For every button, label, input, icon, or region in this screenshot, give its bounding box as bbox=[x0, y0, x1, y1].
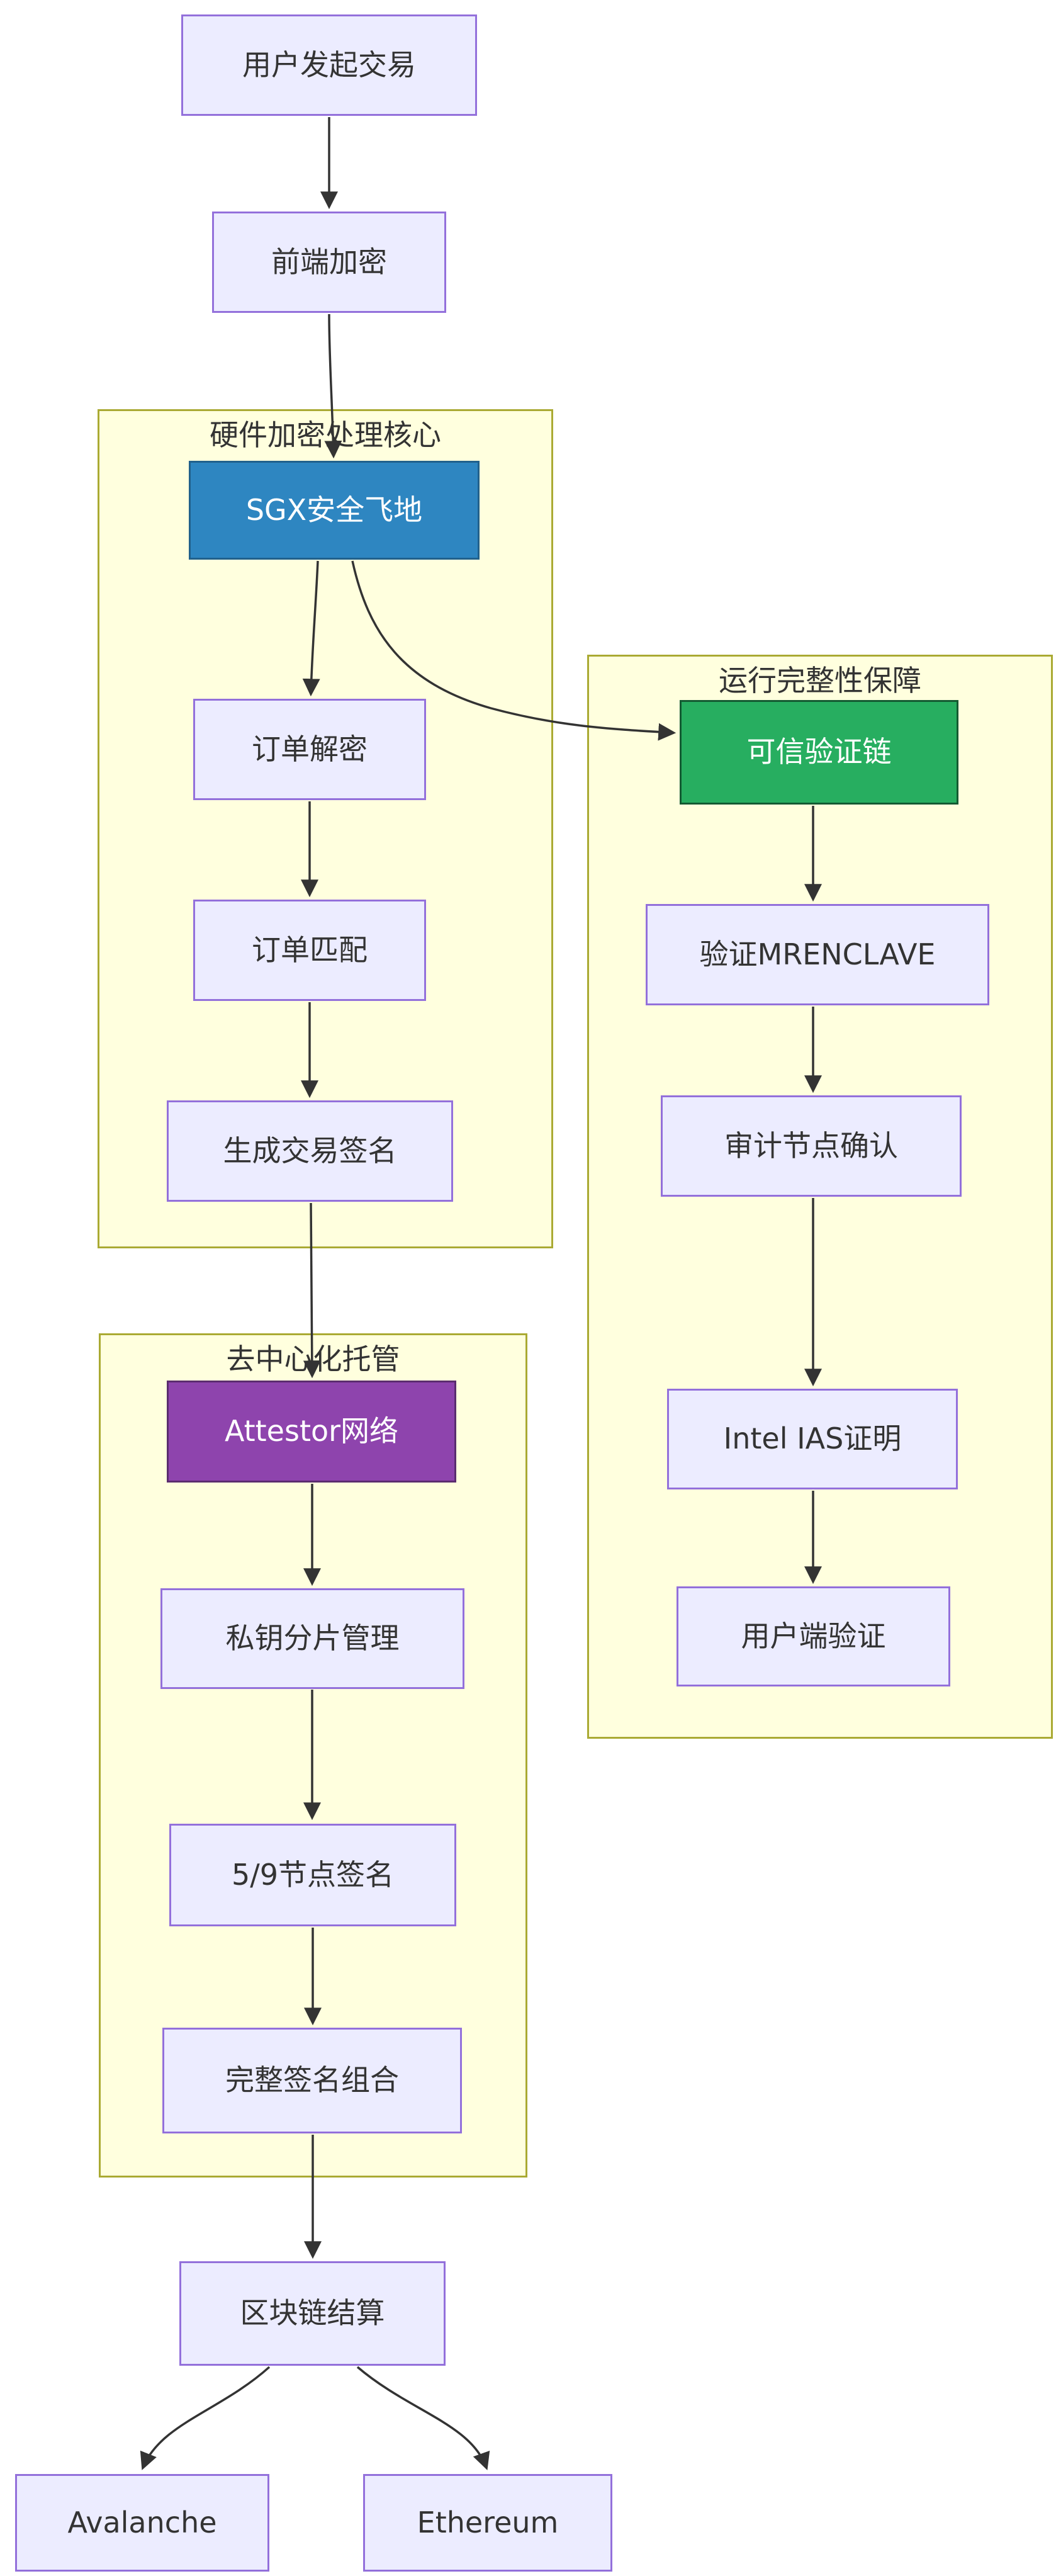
node-audit-node-confirmation: 审计节点确认 bbox=[661, 1095, 962, 1197]
edge-frontend-to-sgx bbox=[324, 314, 342, 459]
node-ethereum: Ethereum bbox=[363, 2474, 612, 2572]
edge-settle-to-avalanche bbox=[140, 2366, 271, 2470]
node-order-matching: 订单匹配 bbox=[193, 900, 426, 1001]
node-client-side-verification: 用户端验证 bbox=[677, 1586, 950, 1686]
subgraph-runtime-integrity bbox=[587, 655, 1053, 1739]
node-verify-mrenclave: 验证MRENCLAVE bbox=[646, 904, 989, 1005]
node-blockchain-settlement: 区块链结算 bbox=[179, 2261, 446, 2366]
node-generate-transaction-signature: 生成交易签名 bbox=[167, 1100, 453, 1202]
edge-sgx-to-order-decrypt bbox=[302, 560, 320, 697]
node-5-of-9-node-signing: 5/9节点签名 bbox=[169, 1824, 456, 1926]
node-trusted-verification-chain: 可信验证链 bbox=[680, 700, 958, 805]
node-frontend-encryption: 前端加密 bbox=[212, 212, 446, 313]
node-order-decryption: 订单解密 bbox=[193, 699, 426, 800]
node-attestor-network: Attestor网络 bbox=[167, 1381, 456, 1483]
subgraph-runtime-integrity-title: 运行完整性保障 bbox=[719, 664, 921, 698]
node-sgx-secure-enclave: SGX安全飞地 bbox=[189, 461, 480, 560]
edge-sgx-to-trust-chain bbox=[351, 560, 677, 741]
node-intel-ias-attestation: Intel IAS证明 bbox=[667, 1389, 958, 1489]
edge-gen-sig-to-attestor bbox=[303, 1202, 321, 1379]
node-full-signature-combination: 完整签名组合 bbox=[162, 2028, 462, 2133]
node-avalanche: Avalanche bbox=[15, 2474, 269, 2572]
node-user-initiates-transaction: 用户发起交易 bbox=[181, 14, 477, 116]
edge-settle-to-ethereum bbox=[356, 2366, 490, 2470]
node-private-key-shard-management: 私钥分片管理 bbox=[160, 1588, 464, 1689]
